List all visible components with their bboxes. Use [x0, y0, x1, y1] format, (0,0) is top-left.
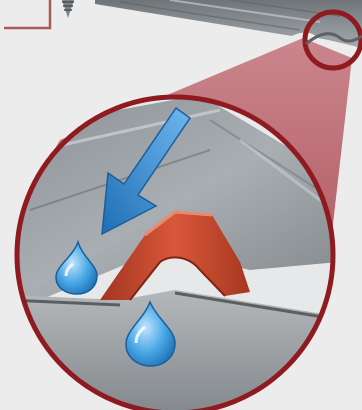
- screw-icon: [4, 0, 74, 28]
- corrugated-sheet: [95, 0, 362, 48]
